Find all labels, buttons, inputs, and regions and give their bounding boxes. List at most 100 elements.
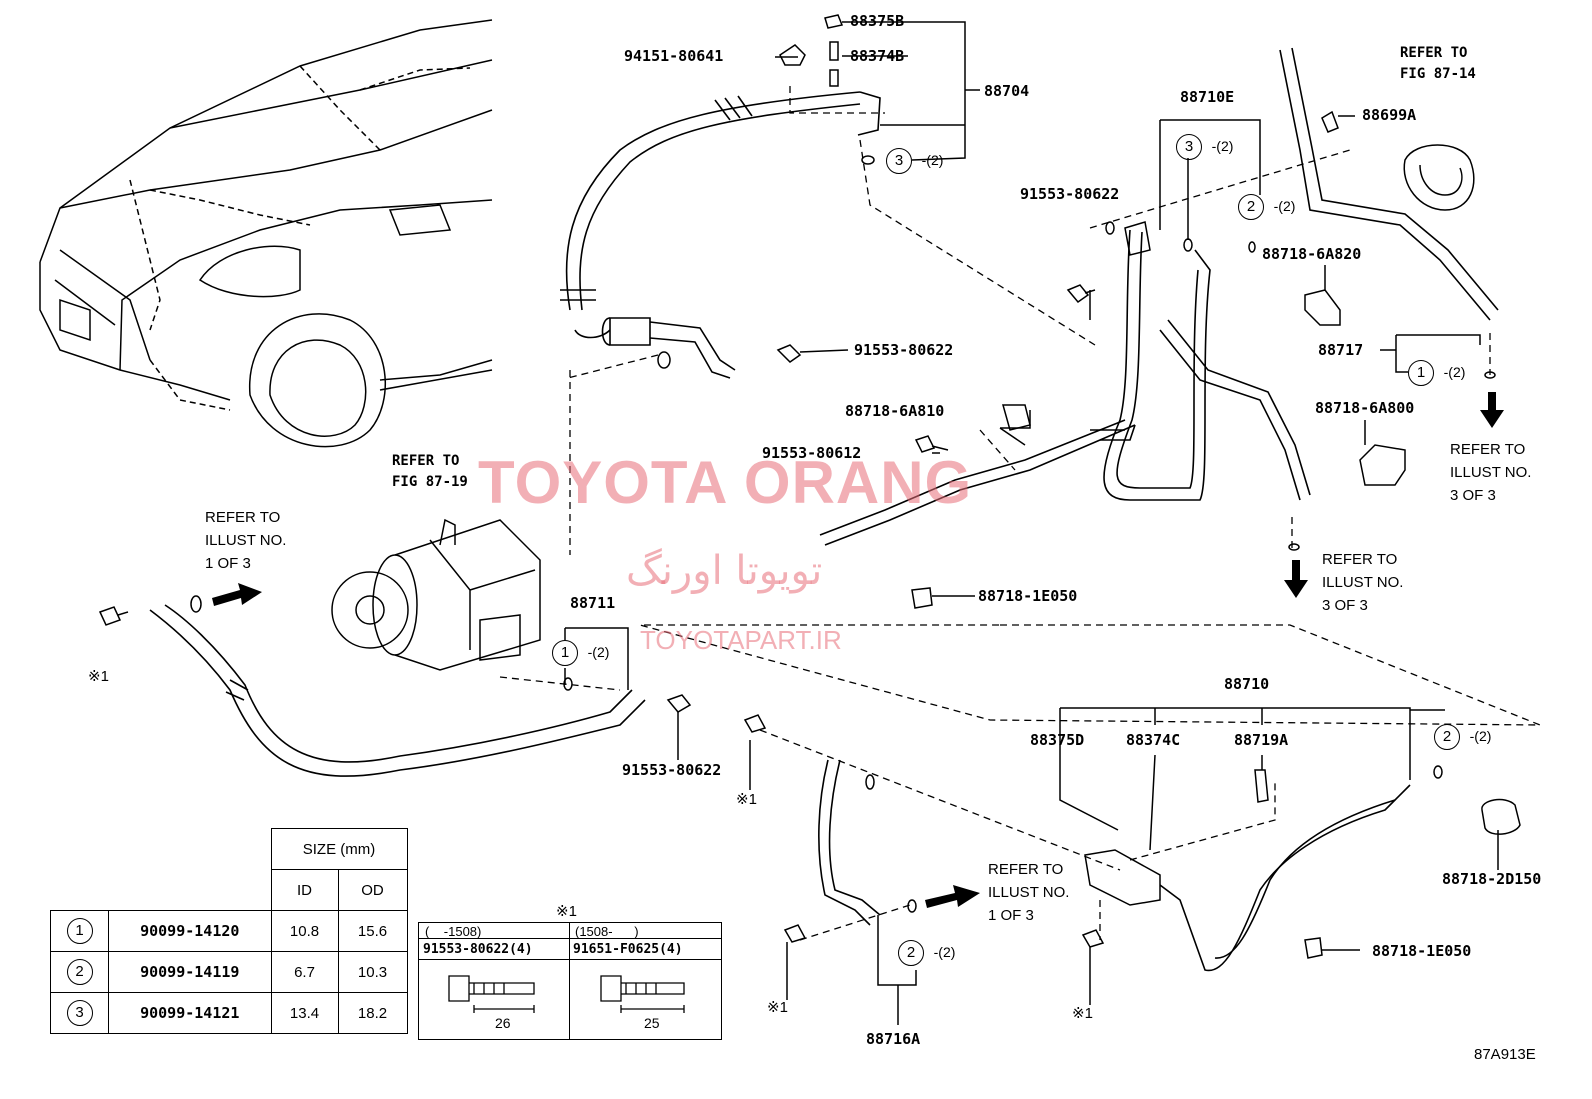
bolt-91553-a (1066, 284, 1096, 304)
bolt-range-right: (1508- ) (575, 924, 639, 939)
label-88374C: 88374C (1126, 731, 1181, 749)
bolt-len-right: 25 (644, 1015, 660, 1031)
callout-1-b: 1 -(2) (552, 640, 609, 666)
bolt-91553-b (776, 344, 802, 363)
refer-illust-1-a: REFER TO ILLUST NO. 1 OF 3 (205, 509, 287, 572)
label-88711: 88711 (570, 594, 616, 612)
oring (1105, 221, 1115, 235)
oring (1183, 238, 1193, 252)
leader-lines-solid (564, 21, 1499, 1025)
bolt-drawings (448, 975, 685, 1013)
cap-88375B (824, 14, 844, 29)
callout-1-a: 1 -(2) (1408, 360, 1465, 386)
oring (861, 155, 875, 165)
label-91553-80622-a: 91553-80622 (1020, 185, 1120, 203)
label-88710E: 88710E (1180, 88, 1235, 106)
refer-illust-3-b: REFER TO ILLUST NO. 3 OF 3 (1322, 551, 1404, 614)
hoses-and-pipes (149, 47, 1499, 972)
compressor (331, 518, 541, 671)
valve-88374B (829, 41, 839, 87)
star-mark-1: ※1 (88, 668, 109, 685)
star-mark-2: ※1 (736, 791, 757, 808)
bracket-88710E (1124, 221, 1151, 256)
callout-2-c: 2 -(2) (898, 940, 955, 966)
bolt-part-left: 91553-80622(4) (423, 942, 533, 957)
watermark-brand: TOYOTA ORANG (478, 449, 973, 516)
label-88718-6A810: 88718-6A810 (845, 402, 945, 420)
label-88375B: 88375B (850, 12, 905, 30)
star-mark-3: ※1 (767, 999, 788, 1016)
label-88718-1E050-b: 88718-1E050 (1372, 942, 1472, 960)
oring (1484, 371, 1496, 379)
oring (563, 677, 573, 691)
label-88716A: 88716A (866, 1030, 921, 1048)
watermark-persian: تویوتا اورنگ (626, 548, 823, 594)
label-88717: 88717 (1318, 341, 1364, 359)
valve-block-88710 (1084, 849, 1161, 906)
bolt-91553-612 (914, 435, 949, 453)
bolt-table: ( -1508) (1508- ) 91553-80622(4) 91651-F… (418, 922, 722, 1040)
label-88719A: 88719A (1234, 731, 1289, 749)
label-88710: 88710 (1224, 675, 1270, 693)
size-col-id: ID (270, 869, 339, 911)
clamp-6A810 (999, 404, 1031, 446)
label-94151-80641: 94151-80641 (624, 47, 724, 65)
label-91553-80612: 91553-80612 (762, 444, 862, 462)
sensor-88719A (1254, 769, 1269, 803)
oring (1288, 543, 1300, 551)
label-88718-6A800: 88718-6A800 (1315, 399, 1415, 417)
grommet-88699A (1403, 144, 1475, 211)
bolt-len-left: 26 (495, 1015, 511, 1031)
label-88718-2D150: 88718-2D150 (1442, 870, 1542, 888)
bolt-part-right: 91651-F0625(4) (573, 942, 683, 957)
bolt-star-3 (783, 924, 807, 943)
arrow-down-2 (1284, 560, 1308, 598)
bolt-icon-right (600, 975, 685, 1002)
clamp-6A800 (1359, 444, 1406, 486)
bolt-icon-left (448, 975, 535, 1002)
oring (190, 595, 202, 613)
refer-illust-3-a: REFER TO ILLUST NO. 3 OF 3 (1450, 441, 1532, 504)
label-88375D: 88375D (1030, 731, 1085, 749)
refer-fig-87-19: REFER TO FIG 87-19 (392, 453, 468, 490)
label-88718-1E050-a: 88718-1E050 (978, 587, 1078, 605)
table-row: 3 90099-14121 13.4 18.2 (50, 992, 408, 1034)
refer-illust-1-b: REFER TO ILLUST NO. 1 OF 3 (988, 861, 1070, 924)
arrow-right-1 (212, 583, 262, 606)
arrow-right-2 (925, 885, 980, 908)
callout-3-a: 3 -(2) (886, 148, 943, 174)
callout-3-b: 3 -(2) (1176, 134, 1233, 160)
oring (657, 351, 671, 369)
components (98, 14, 1521, 959)
oring (907, 899, 917, 913)
leader-lines-dashed (499, 86, 1541, 941)
label-91553-80622-c: 91553-80622 (622, 761, 722, 779)
cap-94151 (779, 44, 806, 66)
table-row: 1 90099-14120 10.8 15.6 (50, 910, 408, 952)
figure-code: 87A913E (1474, 1046, 1536, 1063)
table-row: 2 90099-14119 6.7 10.3 (50, 951, 408, 993)
size-col-od: OD (337, 869, 408, 911)
size-header: SIZE (mm) (270, 828, 408, 870)
bolt-91553-c (666, 694, 692, 713)
arrows (212, 392, 1504, 908)
callout-2-a: 2 -(2) (1238, 194, 1295, 220)
size-table: SIZE (mm) ID OD 1 90099-14120 10.8 15.6 … (50, 828, 408, 1034)
sensor-88699A (1321, 110, 1339, 133)
refer-fig-87-14: REFER TO FIG 87-14 (1400, 45, 1476, 82)
bolt-star-2 (743, 714, 767, 733)
label-88718-6A820: 88718-6A820 (1262, 245, 1362, 263)
label-88704: 88704 (984, 82, 1030, 100)
vehicle-outline (39, 19, 493, 448)
oring (1248, 241, 1256, 253)
bolt-star-4 (1081, 929, 1105, 948)
bolt-star-1 (98, 606, 129, 626)
label-88699A: 88699A (1362, 106, 1417, 124)
clamp-2D150 (1481, 798, 1521, 835)
clamp-1E050-a (911, 587, 933, 609)
arrow-down-1 (1480, 392, 1504, 428)
clamp-1E050-b (1304, 937, 1323, 959)
clamp-6A820 (1304, 289, 1341, 326)
bolt-table-mark: ※1 (556, 903, 577, 920)
